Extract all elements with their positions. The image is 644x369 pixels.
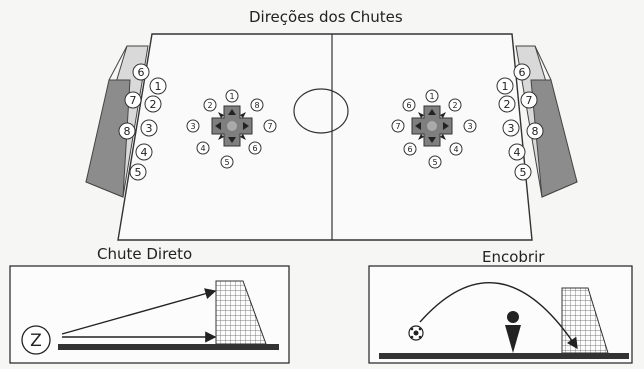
direct-shot-label: Chute Direto xyxy=(97,245,193,263)
goal-direction-number-label: 4 xyxy=(514,146,521,159)
left-dpad-direction-numbers: 1 2 8 3 7 4 5 6 xyxy=(186,89,277,169)
goal-direction-number-5: 5 xyxy=(514,163,532,181)
goal-direction-number-8: 8 xyxy=(118,122,136,140)
dpad-direction-number-3: 3 xyxy=(186,119,200,133)
goal-direction-number-2: 2 xyxy=(144,95,162,113)
left-dpad-icon xyxy=(211,105,253,147)
goal-direction-number-2: 2 xyxy=(498,95,516,113)
dpad-direction-number-label: 2 xyxy=(207,101,212,110)
lob-shot-panel xyxy=(368,265,633,364)
goal-direction-number-4: 4 xyxy=(508,143,526,161)
goal-direction-number-4: 4 xyxy=(135,143,153,161)
goal-direction-number-label: 2 xyxy=(150,98,157,111)
dpad-direction-number-label: 5 xyxy=(224,158,229,167)
dpad-direction-number-label: 1 xyxy=(429,92,434,101)
lob-shot-label: Encobrir xyxy=(482,248,545,266)
dpad-direction-number-label: 6 xyxy=(252,144,257,153)
goal-direction-number-label: 6 xyxy=(138,66,145,79)
right-dpad-direction-numbers: 1 6 2 7 3 6 5 4 xyxy=(391,89,477,169)
right-goal-direction-numbers: 61 7 2 3 84 5 xyxy=(496,63,544,181)
arrow-icon xyxy=(419,281,578,350)
goal-direction-number-label: 4 xyxy=(141,146,148,159)
dpad-direction-number-8: 8 xyxy=(250,98,264,112)
dpad-direction-number-label: 8 xyxy=(254,101,259,110)
goal-direction-number-8: 8 xyxy=(526,122,544,140)
goal-direction-number-7: 7 xyxy=(124,91,142,109)
z-key-icon: Z xyxy=(21,325,51,355)
ground-line xyxy=(379,353,629,359)
z-key-label: Z xyxy=(30,331,42,351)
left-goal-icon xyxy=(85,45,149,198)
dpad-direction-number-7: 7 xyxy=(263,119,277,133)
dpad-direction-number-2: 2 xyxy=(448,98,462,112)
right-goal-icon xyxy=(515,45,578,198)
dpad-direction-number-label: 4 xyxy=(200,144,205,153)
center-circle xyxy=(293,88,349,134)
goal-direction-number-3: 3 xyxy=(502,119,520,137)
dpad-direction-number-6: 6 xyxy=(402,98,416,112)
goal-direction-number-label: 7 xyxy=(526,94,533,107)
dpad-direction-number-7: 7 xyxy=(391,119,405,133)
dpad-direction-number-6: 6 xyxy=(248,141,262,155)
goal-direction-number-label: 5 xyxy=(520,166,527,179)
goal-direction-number-label: 7 xyxy=(130,94,137,107)
dpad-direction-number-2: 2 xyxy=(203,98,217,112)
dpad-direction-number-label: 3 xyxy=(467,122,472,131)
diagram-title: Direções dos Chutes xyxy=(249,8,403,26)
goal-direction-number-label: 3 xyxy=(508,122,515,135)
goal-direction-number-1: 1 xyxy=(496,77,514,95)
dpad-direction-number-4: 4 xyxy=(449,142,463,156)
dpad-direction-number-1: 1 xyxy=(225,89,239,103)
dpad-direction-number-5: 5 xyxy=(220,155,234,169)
dpad-direction-number-label: 6 xyxy=(406,101,411,110)
goal-direction-number-label: 2 xyxy=(504,98,511,111)
dpad-direction-number-label: 4 xyxy=(453,145,458,154)
goal-direction-number-1: 1 xyxy=(149,77,167,95)
goal-direction-number-label: 1 xyxy=(155,80,162,93)
ground-line xyxy=(58,344,279,350)
goal-direction-number-label: 6 xyxy=(519,66,526,79)
arrow-icon xyxy=(61,288,217,335)
goal-direction-number-label: 8 xyxy=(124,125,131,138)
goal-direction-number-6: 6 xyxy=(513,63,531,81)
goal-direction-number-label: 3 xyxy=(146,122,153,135)
player-icon xyxy=(505,311,521,353)
goal-direction-number-5: 5 xyxy=(129,163,147,181)
goal-direction-number-3: 3 xyxy=(140,119,158,137)
dpad-direction-number-3: 3 xyxy=(463,119,477,133)
dpad-direction-number-4: 4 xyxy=(196,141,210,155)
right-dpad-icon xyxy=(411,105,453,147)
ball-icon xyxy=(408,325,424,341)
goal-direction-number-label: 8 xyxy=(532,125,539,138)
dpad-direction-number-label: 7 xyxy=(267,122,272,131)
goal-net-icon xyxy=(215,280,267,345)
dpad-direction-number-label: 2 xyxy=(452,101,457,110)
dpad-direction-number-label: 5 xyxy=(432,158,437,167)
dpad-direction-number-5: 5 xyxy=(428,155,442,169)
futsal-field xyxy=(117,33,533,241)
goal-direction-number-6: 6 xyxy=(132,63,150,81)
dpad-direction-number-label: 1 xyxy=(229,92,234,101)
dpad-direction-number-label: 6 xyxy=(407,145,412,154)
dpad-direction-number-6: 6 xyxy=(403,142,417,156)
dpad-direction-number-label: 7 xyxy=(395,122,400,131)
dpad-direction-number-label: 3 xyxy=(190,122,195,131)
direct-shot-panel: Z xyxy=(9,265,290,364)
goal-direction-number-label: 1 xyxy=(502,80,509,93)
goal-direction-number-label: 5 xyxy=(135,166,142,179)
goal-direction-number-7: 7 xyxy=(520,91,538,109)
dpad-direction-number-1: 1 xyxy=(425,89,439,103)
